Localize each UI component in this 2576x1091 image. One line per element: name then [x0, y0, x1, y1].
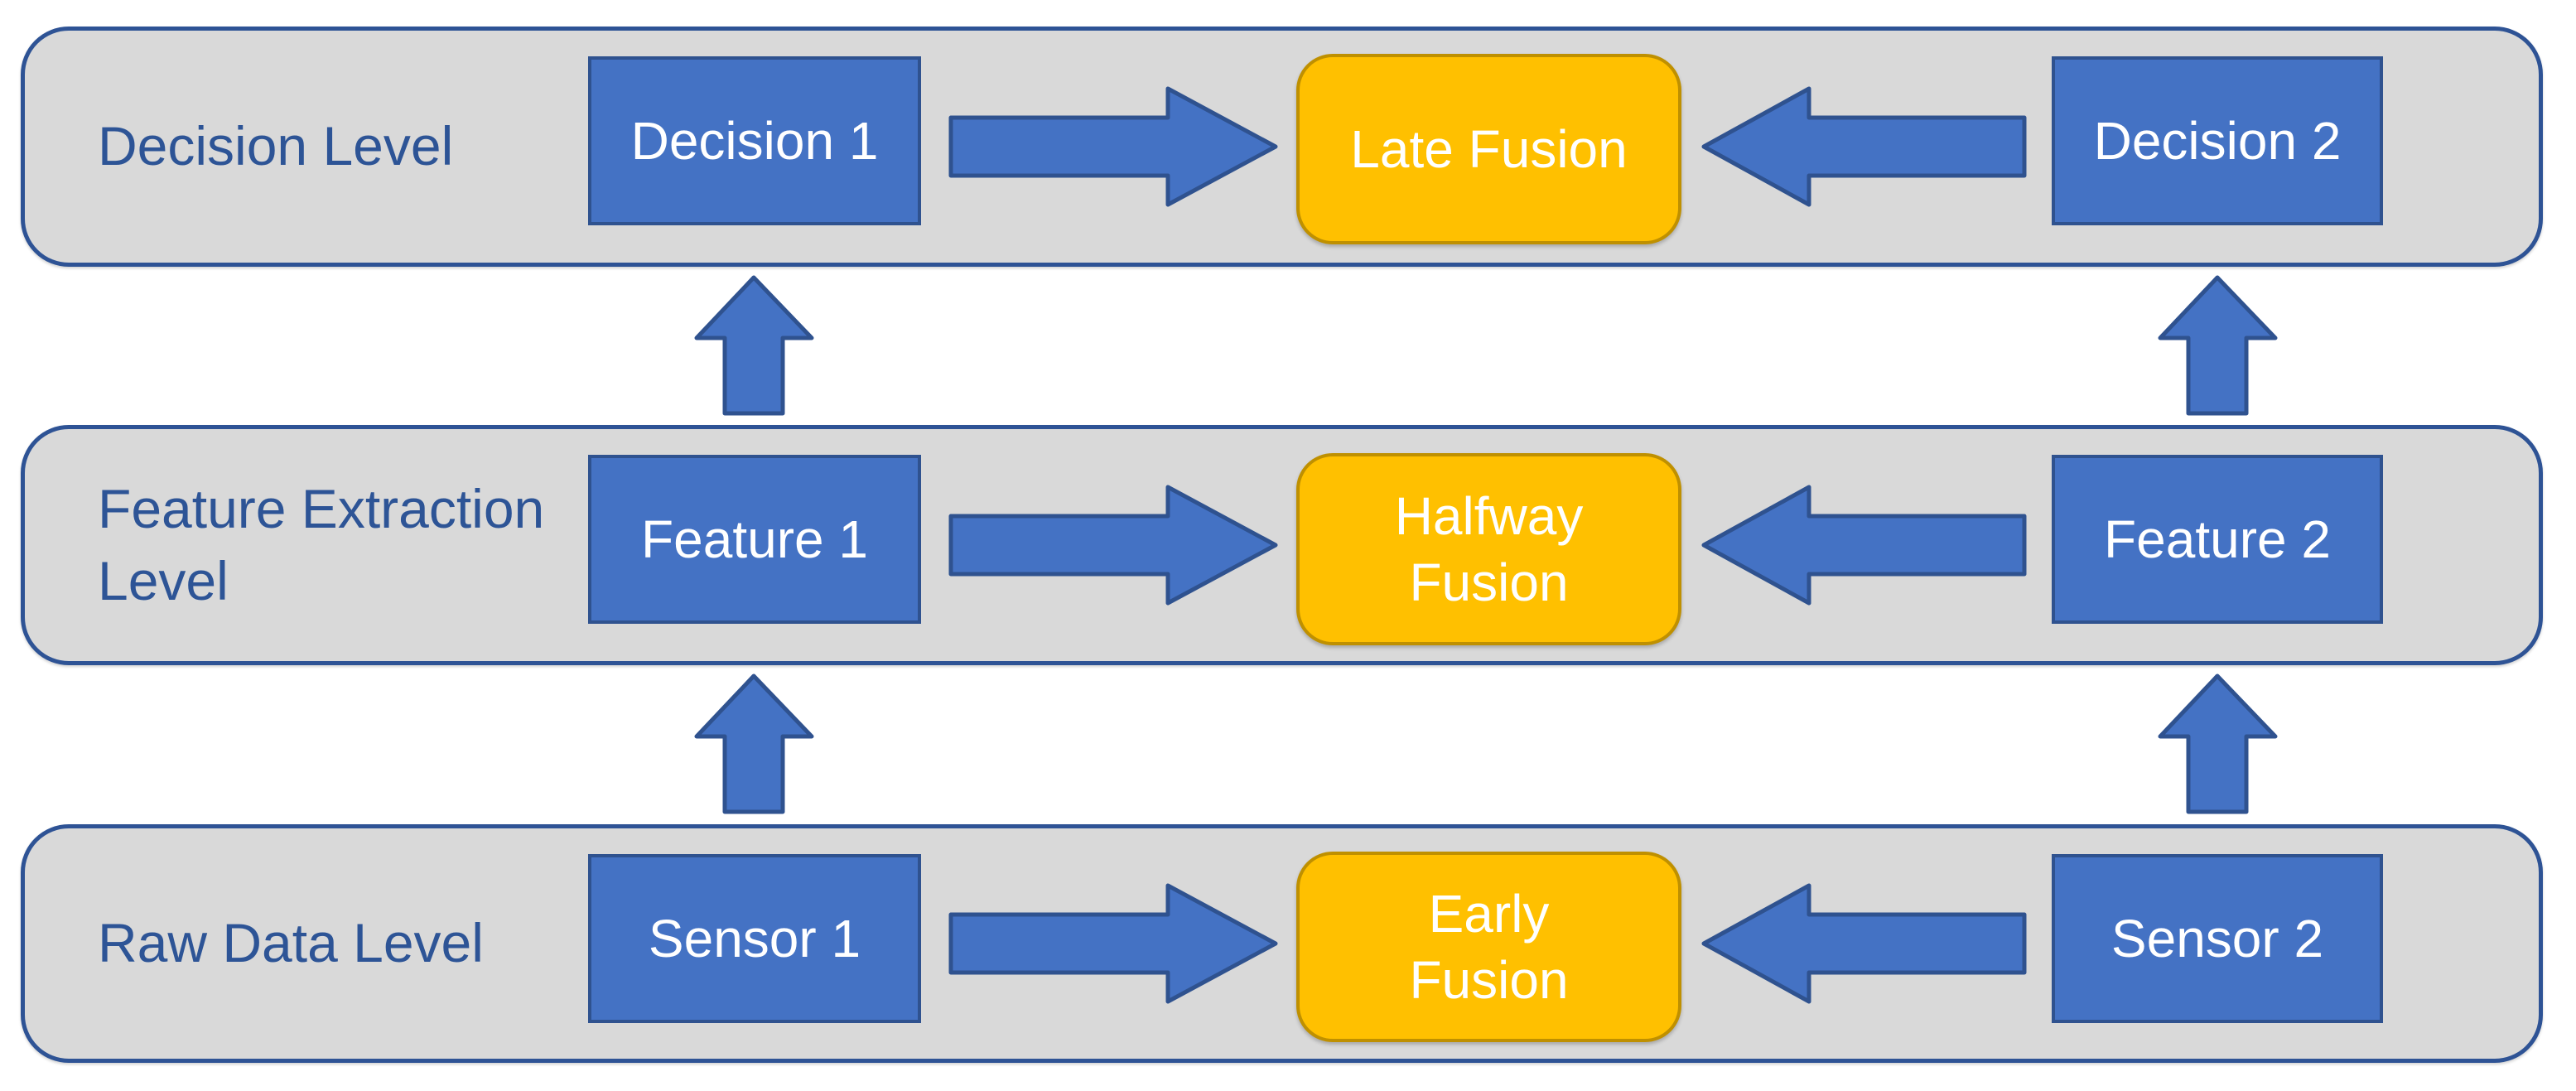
right-arrow-icon: [948, 883, 1278, 1004]
feature-1-box: Feature 1: [588, 455, 921, 624]
band-label-feature-extraction-level: Feature Extraction Level: [98, 477, 545, 611]
feature-2-box: Feature 2: [2052, 455, 2383, 624]
left-arrow-icon: [1701, 485, 2027, 606]
sensor-2-box: Sensor 2: [2052, 854, 2383, 1023]
right-arrow-icon: [948, 485, 1278, 606]
up-arrow-icon: [2158, 673, 2278, 814]
left-arrow-icon: [1701, 86, 2027, 207]
feature-1-label: Feature 1: [641, 509, 868, 569]
decision-1-label: Decision 1: [630, 111, 879, 171]
decision-2-label: Decision 2: [2093, 111, 2342, 171]
up-arrow-icon: [2158, 275, 2278, 416]
right-arrow-icon: [948, 86, 1278, 207]
band-label-decision-level: Decision Level: [98, 115, 454, 177]
halfway-fusion-label: Halfway Fusion: [1394, 486, 1584, 612]
sensor-1-box: Sensor 1: [588, 854, 921, 1023]
sensor-2-label: Sensor 2: [2110, 909, 2324, 968]
left-arrow-icon: [1701, 883, 2027, 1004]
up-arrow-icon: [694, 673, 814, 814]
feature-2-label: Feature 2: [2104, 509, 2331, 569]
late-fusion-box: Late Fusion: [1296, 54, 1681, 244]
up-arrow-icon: [694, 275, 814, 416]
decision-1-box: Decision 1: [588, 56, 921, 225]
sensor-1-label: Sensor 1: [648, 909, 861, 968]
decision-2-box: Decision 2: [2052, 56, 2383, 225]
early-fusion-box: Early Fusion: [1296, 852, 1681, 1042]
late-fusion-label: Late Fusion: [1350, 119, 1628, 179]
band-label-raw-data-level: Raw Data Level: [98, 912, 484, 974]
early-fusion-label: Early Fusion: [1409, 884, 1569, 1010]
halfway-fusion-box: Halfway Fusion: [1296, 453, 1681, 645]
